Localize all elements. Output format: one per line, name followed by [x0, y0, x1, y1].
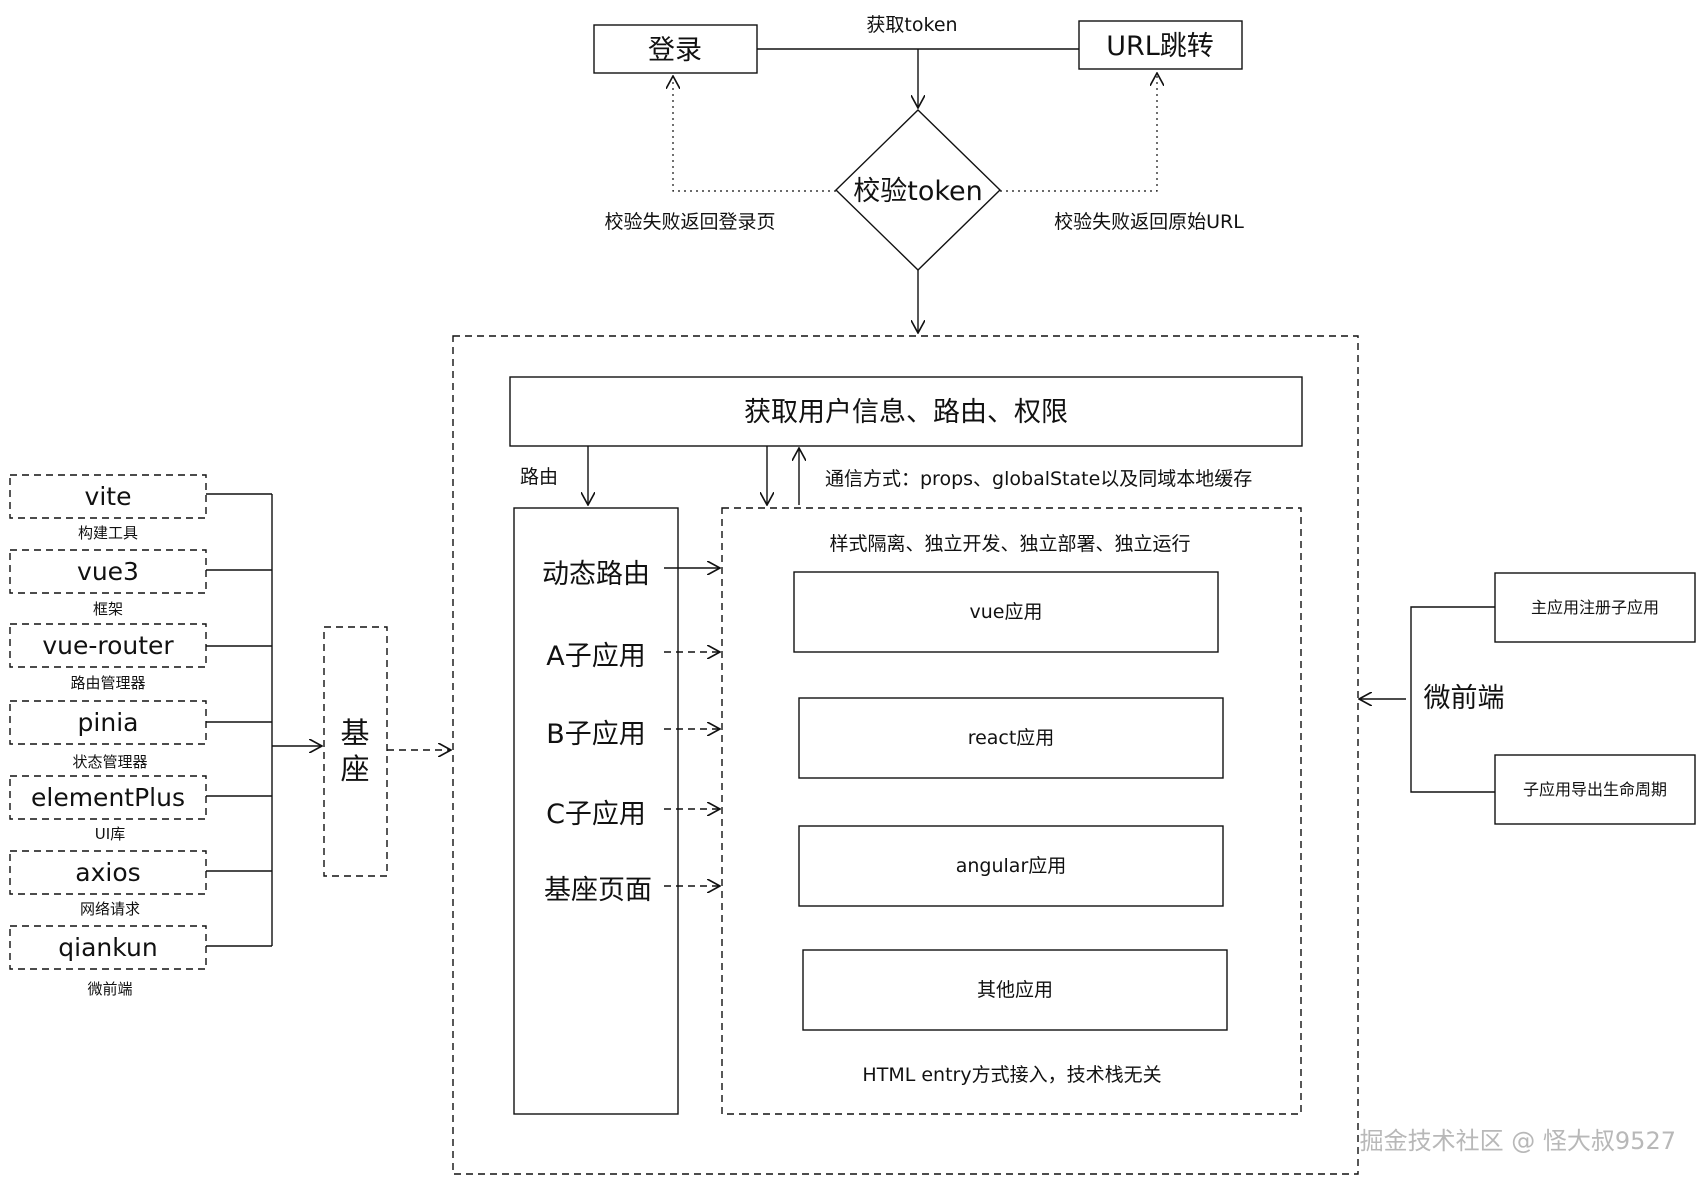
tech-vite-box [9, 474, 207, 519]
tech-vue3-desc: 框架 [93, 600, 123, 618]
tech-elementplus-box [9, 775, 207, 820]
routes-column-box [513, 507, 679, 1115]
tech-vite-desc: 构建工具 [78, 524, 138, 542]
verify-token-label: 校验token [853, 176, 983, 207]
vue-app-label: vue应用 [970, 601, 1043, 623]
route-c-subapp: C子应用 [546, 799, 646, 830]
tech-vue3-box [9, 549, 207, 594]
route-b-subapp: B子应用 [546, 719, 646, 750]
tech-bracket-connectors [206, 493, 273, 947]
route-base-page: 基座页面 [544, 875, 652, 906]
react-app-label: react应用 [968, 727, 1055, 749]
tech-qiankun-name: qiankun [58, 933, 157, 962]
vue-app-box [793, 571, 1219, 653]
tech-vite-name: vite [85, 482, 132, 511]
get-token-label: 获取token [866, 14, 957, 36]
fail-to-url-path [1000, 73, 1157, 192]
other-app-box [802, 949, 1228, 1031]
fail-to-login-label: 校验失败返回登录页 [604, 211, 775, 233]
login-box [593, 24, 758, 74]
tech-elementplus-name: elementPlus [31, 783, 185, 812]
register-subapp-label: 主应用注册子应用 [1531, 598, 1659, 617]
lifecycle-export-label: 子应用导出生命周期 [1523, 780, 1667, 799]
tech-axios-box [9, 850, 207, 895]
tech-pinia-box [9, 700, 207, 745]
angular-app-label: angular应用 [956, 855, 1067, 877]
url-redirect-label: URL跳转 [1106, 31, 1214, 62]
route-dynamic: 动态路由 [542, 559, 650, 590]
tech-vue-router-name: vue-router [42, 631, 174, 660]
tech-pinia-name: pinia [78, 708, 139, 737]
micro-frontend-title: 微前端 [1424, 683, 1505, 714]
base-title-bottom: 座 [340, 752, 369, 786]
tech-vue3-name: vue3 [77, 557, 139, 586]
fail-to-login-path [673, 76, 836, 192]
tech-vue-router-box [9, 623, 207, 668]
route-a-subapp: A子应用 [546, 641, 645, 672]
user-info-label: 获取用户信息、路由、权限 [744, 397, 1068, 428]
tech-qiankun-desc: 微前端 [87, 980, 132, 998]
url-redirect-box [1078, 20, 1243, 70]
angular-app-box [798, 825, 1224, 907]
login-label: 登录 [648, 35, 702, 66]
subapps-title: 样式隔离、独立开发、独立部署、独立运行 [829, 533, 1190, 555]
fail-to-url-label: 校验失败返回原始URL [1054, 211, 1244, 233]
user-info-box [509, 376, 1303, 447]
tech-elementplus-desc: UI库 [95, 825, 125, 843]
subapps-footer: HTML entry方式接入，技术栈无关 [862, 1064, 1161, 1086]
micro-frontend: 主应用注册子应用 子应用导出生命周期 微前端 [1359, 572, 1696, 825]
register-subapp-box [1494, 572, 1696, 643]
micro-bracket [1410, 606, 1495, 793]
tech-axios-desc: 网络请求 [80, 900, 140, 918]
main-container: 获取用户信息、路由、权限 路由 通信方式：props、globalState以及… [452, 335, 1359, 1175]
tech-axios-name: axios [75, 858, 140, 887]
react-app-box [798, 697, 1224, 779]
base-tech-stack: vite 构建工具 vue3 框架 vue-router 路由管理器 pinia… [9, 474, 451, 998]
base-title-top: 基 [340, 716, 369, 750]
lifecycle-export-box [1494, 754, 1696, 825]
watermark: 掘金技术社区 @ 怪大叔9527 [1360, 1127, 1676, 1155]
tech-vue-router-desc: 路由管理器 [70, 674, 145, 692]
auth-flow: 登录 URL跳转 获取token 校验token 校验失败返回登录页 校验失败返… [593, 14, 1244, 333]
comm-label: 通信方式：props、globalState以及同域本地缓存 [825, 468, 1252, 490]
tech-qiankun-box [9, 925, 207, 970]
tech-pinia-desc: 状态管理器 [72, 753, 147, 771]
base-box [323, 626, 388, 877]
other-app-label: 其他应用 [977, 979, 1053, 1001]
route-label: 路由 [520, 466, 558, 488]
